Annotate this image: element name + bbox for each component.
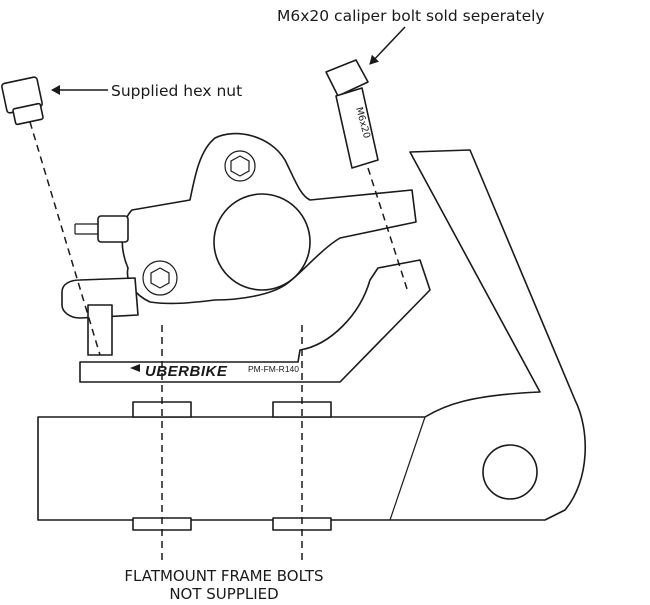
hex-nut <box>1 76 44 126</box>
top-hex-socket <box>230 155 250 177</box>
alignment-lines <box>29 121 409 560</box>
frame-axle-hole <box>482 444 538 500</box>
caliper-bolt: M6x20 <box>325 59 379 169</box>
callout-arrows <box>51 26 406 95</box>
caliper-bolt-arrow <box>369 26 406 65</box>
frame-stay <box>37 149 587 521</box>
caliper-mount-tab <box>61 277 139 356</box>
frame-bolts-note-line1: FLATMOUNT FRAME BOLTS <box>124 567 323 585</box>
hex-nut-callout: Supplied hex nut <box>111 82 242 100</box>
brand-label: UBERBIKE <box>145 363 228 380</box>
caliper-bolt-callout: M6x20 caliper bolt sold seperately <box>277 7 545 25</box>
caliper-piston-bore <box>213 193 311 291</box>
adapter-plate: UBERBIKE PM-FM-R140 <box>79 259 431 383</box>
caliper-body <box>74 132 417 305</box>
part-number-label: PM-FM-R140 <box>248 364 299 374</box>
banjo-fitting <box>97 215 129 243</box>
lower-bolt-shank <box>87 304 113 356</box>
brand-logo-triangle <box>130 364 140 372</box>
lower-hex-socket <box>150 267 170 289</box>
frame-bolts-note-line2: NOT SUPPLIED <box>169 585 278 603</box>
